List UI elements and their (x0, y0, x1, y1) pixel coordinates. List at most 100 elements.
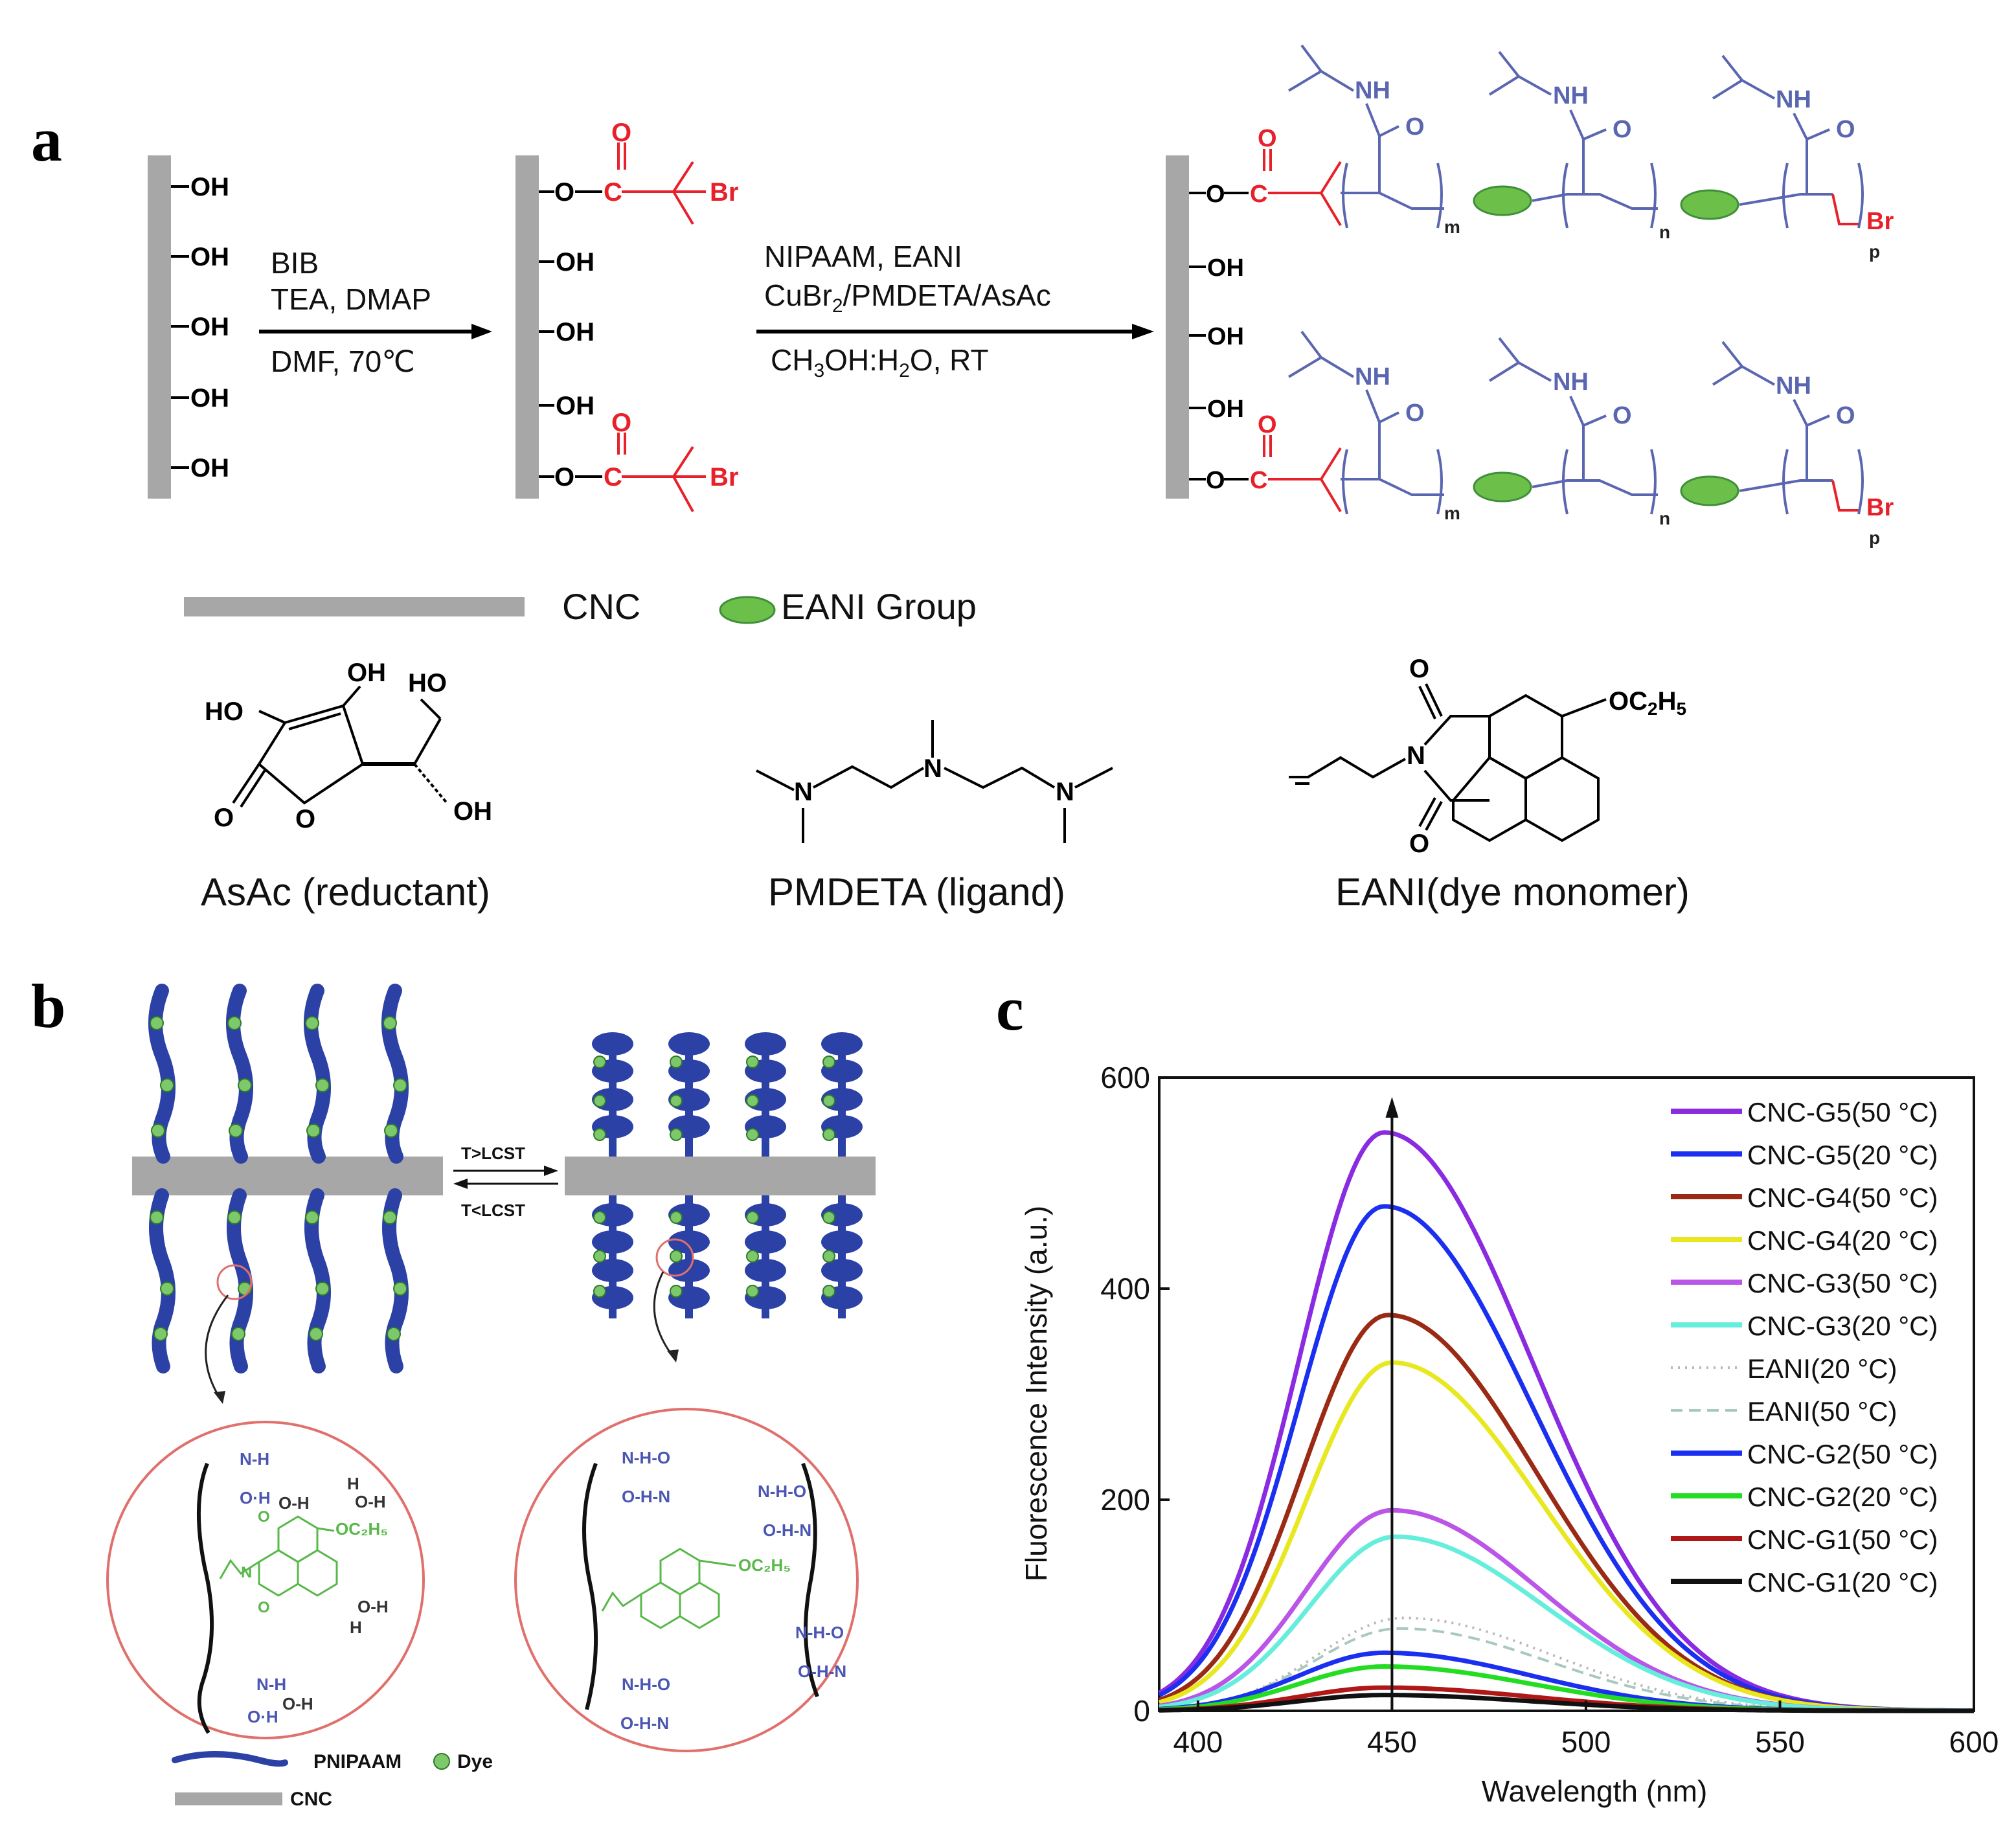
cnc-rod-1 (148, 155, 171, 499)
svg-text:OC₂H₅: OC₂H₅ (738, 1555, 791, 1575)
svg-text:T>LCST: T>LCST (461, 1144, 525, 1163)
svg-text:NH: NH (1355, 363, 1390, 390)
zoom-connector-left (205, 1294, 229, 1399)
x-tick-label: 450 (1367, 1725, 1417, 1759)
svg-text:C: C (1250, 181, 1267, 208)
svg-text:O: O (1258, 411, 1277, 438)
svg-text:Br: Br (710, 463, 738, 491)
svg-text:O-H: O-H (282, 1694, 313, 1713)
svg-text:O: O (1405, 400, 1425, 427)
polymer-chain-top: O C O O NH m (1189, 44, 1894, 262)
hydroxyl-groups-1: OH OH OH OH OH (171, 173, 229, 482)
svg-text:p: p (1869, 242, 1880, 262)
eani-structure: O O N OC2H5 (1289, 655, 1686, 858)
svg-text:N-H: N-H (240, 1449, 269, 1469)
svg-text:O: O (1409, 830, 1429, 858)
svg-text:OC2H5: OC2H5 (1609, 687, 1686, 719)
svg-text:OH: OH (1207, 323, 1244, 350)
panel-b-label: b (31, 971, 65, 1041)
series-line-12 (1159, 1693, 1974, 1713)
svg-text:n: n (1659, 222, 1670, 242)
svg-text:NH: NH (1553, 368, 1589, 396)
panel-a: a OH OH OH OH OH BIB TEA, DMAP DMF, 70℃ (31, 44, 1894, 914)
legend-label: EANI(50 °C) (1747, 1396, 1897, 1427)
svg-text:O: O (1836, 116, 1855, 143)
svg-text:NH: NH (1776, 86, 1811, 113)
svg-text:O: O (1405, 113, 1425, 141)
svg-text:N-H-O: N-H-O (758, 1482, 806, 1501)
legend-cnc-label: CNC (290, 1789, 332, 1810)
svg-text:C: C (604, 463, 622, 491)
hydroxyl-label: OH (190, 454, 229, 482)
arrow-head-icon (1132, 324, 1154, 339)
svg-text:O: O (554, 178, 574, 207)
arrow-head-icon (471, 324, 492, 339)
reaction-step-1: BIB TEA, DMAP DMF, 70℃ (259, 246, 492, 378)
cnc-rod-3 (1166, 155, 1189, 499)
arrow-head-icon (1385, 1097, 1399, 1118)
svg-text:O-H-N: O-H-N (620, 1713, 669, 1733)
hydroxyl-label: OH (190, 243, 229, 271)
svg-text:OH: OH (347, 659, 386, 687)
svg-text:O-H: O-H (357, 1597, 389, 1616)
svg-text:HO: HO (205, 697, 244, 726)
svg-text:m: m (1444, 503, 1460, 523)
panel-a-label: a (31, 105, 62, 174)
cnc-bar-right (565, 1157, 876, 1195)
dye-beads-right (593, 1056, 835, 1298)
legend-label: CNC-G1(50 °C) (1747, 1524, 1938, 1555)
legend-dye-label: Dye (457, 1751, 493, 1772)
svg-text:O: O (1613, 116, 1632, 143)
step2-reagent-2: CuBr2/PMDETA/AsAc (764, 278, 1051, 317)
initiator-groups: O C O Br OH OH OH O C O (539, 119, 738, 512)
pnipaam-swatch (172, 1751, 288, 1767)
svg-text:NH: NH (1553, 82, 1589, 109)
legend-label: CNC-G4(50 °C) (1747, 1182, 1938, 1213)
y-tick-label: 400 (1100, 1272, 1150, 1305)
y-tick-label: 600 (1100, 1061, 1150, 1094)
y-axis-label: Fluorescence Intensity (a.u.) (1019, 1206, 1053, 1581)
svg-text:O-H-N: O-H-N (763, 1520, 811, 1540)
panel-b-legend: PNIPAAM Dye CNC (172, 1751, 493, 1810)
arrow-head-icon (214, 1391, 225, 1404)
pmdeta-caption: PMDETA (ligand) (768, 870, 1065, 914)
polymer-chain-bottom: O C O O NH m O (1189, 330, 1894, 548)
svg-text:HO: HO (408, 669, 447, 697)
svg-text:O: O (1409, 655, 1429, 683)
panel-b: b T>LCST (31, 971, 876, 1810)
hydroxyl-label: OH (190, 173, 229, 201)
x-tick-label: 600 (1949, 1725, 1999, 1759)
x-axis-label: Wavelength (nm) (1482, 1774, 1708, 1808)
svg-text:O-H-N: O-H-N (622, 1487, 670, 1506)
svg-text:C: C (604, 178, 622, 207)
svg-text:n: n (1659, 508, 1670, 528)
svg-text:OH: OH (1207, 396, 1244, 423)
x-tick-label: 550 (1755, 1725, 1805, 1759)
svg-text:O: O (258, 1508, 270, 1526)
svg-text:OH: OH (556, 318, 595, 346)
svg-text:Br: Br (1866, 208, 1894, 235)
arrow-head-icon (667, 1350, 679, 1362)
svg-text:N: N (241, 1564, 252, 1581)
hydroxyl-label: OH (190, 313, 229, 341)
svg-text:OC₂H₅: OC₂H₅ (335, 1519, 388, 1539)
zoom-connector-right (653, 1271, 675, 1358)
legend-label: CNC-G3(20 °C) (1747, 1311, 1938, 1341)
svg-text:O: O (258, 1599, 270, 1616)
step1-reagent-2: TEA, DMAP (271, 282, 431, 316)
eani-caption: EANI(dye monomer) (1335, 870, 1690, 914)
dehydrated-detail: N-H-O O-H-N N-H-O O-H-N N-H-O O-H-N N-H-… (582, 1448, 846, 1733)
svg-text:p: p (1869, 528, 1880, 548)
svg-text:N-H: N-H (256, 1675, 286, 1694)
zoom-marker-left (216, 1264, 253, 1300)
svg-text:O-H: O-H (278, 1493, 310, 1513)
legend-label: EANI(20 °C) (1747, 1353, 1897, 1384)
svg-text:N-H-O: N-H-O (795, 1623, 844, 1642)
svg-text:NH: NH (1776, 372, 1811, 400)
reaction-step-2: NIPAAM, EANI CuBr2/PMDETA/AsAc CH3OH:H2O… (756, 240, 1154, 381)
legend-label: CNC-G5(50 °C) (1747, 1097, 1938, 1127)
hydrated-detail: N-H O-H O·H H O-H H O-H N-H O-H O·H OC₂H… (196, 1449, 389, 1734)
rod3-hydroxyls: OH OH OH (1189, 254, 1244, 423)
